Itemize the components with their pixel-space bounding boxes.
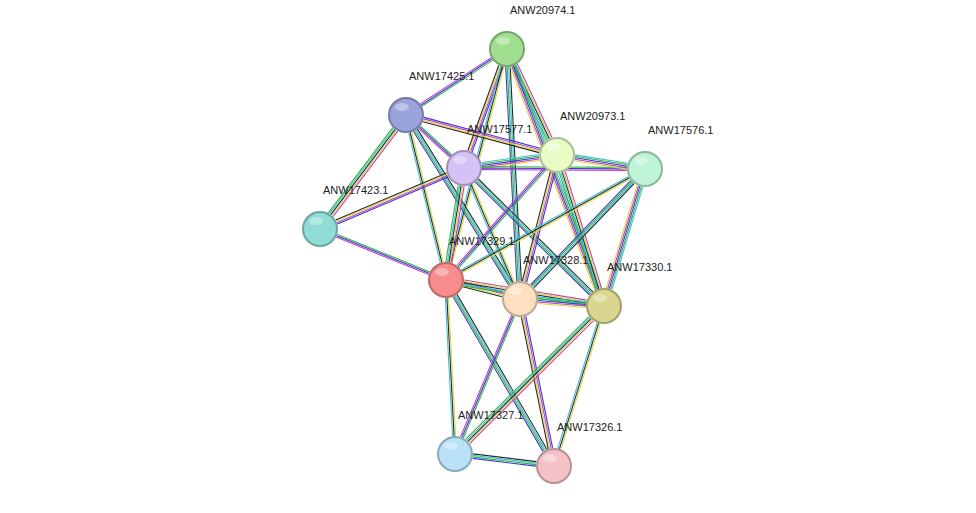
evidence-line [424,117,540,148]
evidence-line [337,236,430,273]
protein-node: ANW17425.1 [388,97,424,133]
evidence-line [336,173,447,220]
evidence-line [470,185,512,283]
evidence-line [414,132,509,285]
evidence-line [513,66,597,289]
protein-label: ANW17326.1 [557,421,622,434]
protein-label: ANW20973.1 [560,110,625,123]
protein-node: ANW17330.1 [586,288,622,324]
interaction-edge [574,155,627,169]
evidence-line [609,186,640,289]
interaction-edge [606,185,642,289]
evidence-line [561,173,597,290]
evidence-line [512,66,596,289]
evidence-line [611,187,642,290]
protein-label: ANW17577.1 [467,123,532,136]
interaction-edge [461,177,630,273]
evidence-line [521,317,548,449]
interaction-edge [336,173,449,224]
evidence-line [515,65,599,288]
evidence-line [506,67,517,281]
protein-label: ANW17576.1 [648,124,713,137]
protein-node: ANW17329.1 [428,262,464,298]
evidence-line [418,128,449,157]
interaction-edge [538,298,587,308]
evidence-line [463,179,631,272]
evidence-line [449,186,461,262]
evidence-line [538,304,586,308]
evidence-line [510,67,521,281]
evidence-line [333,131,397,216]
evidence-line [423,120,539,151]
protein-node: ANW20974.1 [489,31,525,67]
evidence-line [454,296,544,451]
evidence-line [482,159,539,167]
protein-label: ANW17330.1 [607,261,672,274]
evidence-line [422,60,493,106]
evidence-line [424,119,540,150]
protein-node: ANW17326.1 [536,448,572,484]
interaction-edge [445,298,455,436]
evidence-line [447,186,459,263]
evidence-line [612,187,643,290]
evidence-line [337,176,448,223]
protein-label: ANW17423.1 [323,184,388,197]
evidence-line [446,185,458,261]
evidence-line [560,173,596,290]
evidence-line [516,65,600,288]
protein-label: ANW17327.1 [458,409,523,422]
evidence-line [574,161,627,169]
evidence-line [564,172,600,289]
protein-label: ANW17425.1 [409,70,474,83]
evidence-line [473,457,536,465]
protein-label: ANW17328.1 [523,254,588,267]
interaction-edge [511,65,601,290]
protein-node: ANW20973.1 [539,137,575,173]
interaction-edge [521,316,552,449]
evidence-line [575,159,628,167]
evidence-line [524,317,551,449]
evidence-line [473,458,536,466]
evidence-line [462,178,630,271]
evidence-line [409,133,441,263]
protein-node: ANW17423.1 [302,211,338,247]
interaction-edge [473,454,537,466]
interaction-edge [560,171,602,289]
interaction-edge [506,67,522,281]
protein-node: ANW17576.1 [627,151,663,187]
evidence-line [419,127,450,156]
protein-label: ANW20974.1 [510,4,575,17]
evidence-line [447,298,454,436]
evidence-line [423,122,539,153]
evidence-line [562,172,598,289]
protein-node: ANW17327.1 [437,436,473,472]
interaction-edge [423,117,540,152]
evidence-line [445,298,452,436]
evidence-line [507,67,518,281]
evidence-line [453,297,543,452]
evidence-line [337,234,430,272]
protein-label: ANW17329.1 [449,235,514,248]
protein-node: ANW17328.1 [502,281,538,317]
protein-node: ANW17577.1 [446,150,482,186]
evidence-line [461,177,629,270]
evidence-line [336,237,429,275]
evidence-line [511,67,595,290]
interaction-edge [336,234,430,274]
interaction-edge [446,185,464,262]
evidence-line [509,67,520,281]
evidence-line [336,174,447,221]
